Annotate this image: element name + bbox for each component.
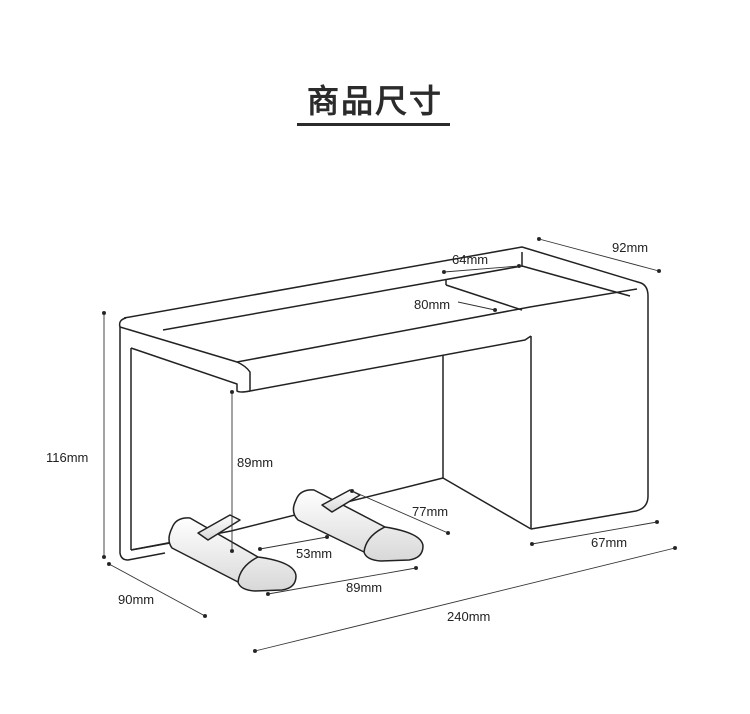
rail-left-cap <box>237 556 259 583</box>
dim-rail-length: 77mm <box>412 504 449 519</box>
top-rim-outer <box>123 246 649 530</box>
left-panel-front <box>130 347 251 393</box>
page-title: 商品尺寸 <box>306 82 443 120</box>
floor-front <box>130 542 171 551</box>
rails <box>168 489 424 592</box>
dim-inner-height: 89mm <box>237 455 274 470</box>
dim-side-width: 67mm <box>591 535 628 550</box>
front-top-face-lower <box>236 335 532 392</box>
dimension-lines <box>101 236 678 654</box>
dim-top-slot-width: 64mm <box>452 252 489 267</box>
dim-top-depth: 92mm <box>612 240 649 255</box>
product-outline <box>118 246 649 561</box>
front-top-face <box>119 288 638 363</box>
compartment-divider <box>445 284 523 311</box>
inner-rim-back <box>521 265 631 297</box>
dim-rail-span: 89mm <box>346 580 383 595</box>
title-underline <box>297 123 450 126</box>
dim-inner-length: 80mm <box>414 297 451 312</box>
right-block-base <box>442 477 532 530</box>
dim-depth: 90mm <box>118 592 155 607</box>
top-rim-inner <box>118 317 127 328</box>
dim-total-length: 240mm <box>447 609 491 624</box>
rail-right-connector <box>321 489 361 513</box>
rail-left <box>168 517 297 592</box>
dim-rail-gap: 53mm <box>296 546 333 561</box>
dim-height: 116mm <box>46 450 89 465</box>
rail-right-cap <box>363 526 386 553</box>
rail-left-connector <box>197 514 241 541</box>
left-panel-outer <box>119 327 166 561</box>
